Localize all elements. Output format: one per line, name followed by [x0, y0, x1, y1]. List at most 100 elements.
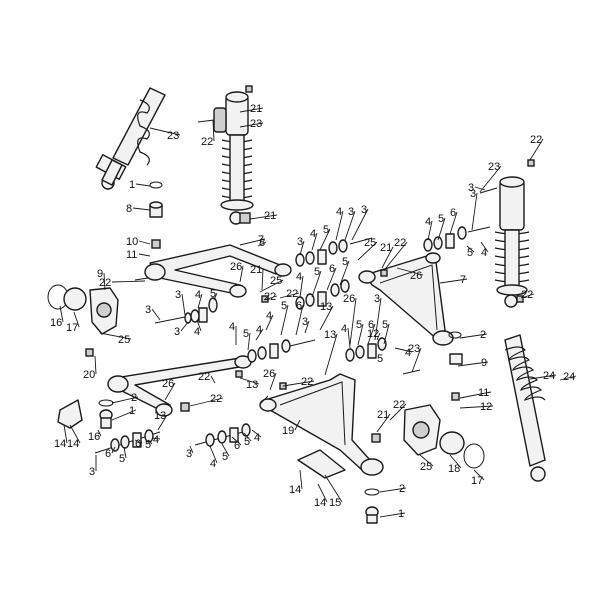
callout-6: 6	[329, 263, 335, 275]
hardware-stack-lower	[94, 337, 387, 454]
callout-4: 4	[195, 289, 201, 301]
leader-line	[299, 469, 303, 490]
leader-line	[239, 377, 260, 385]
leader-line	[103, 272, 106, 291]
callout-1: 1	[129, 405, 135, 417]
leader-line	[151, 308, 161, 321]
leader-line	[212, 119, 215, 142]
leader-line	[157, 414, 168, 431]
callout-5: 5	[467, 247, 473, 259]
leader-line	[324, 333, 338, 376]
leader-line	[335, 210, 344, 241]
ball-joints	[98, 181, 463, 524]
leader-line	[324, 474, 343, 503]
leader-line	[437, 217, 446, 241]
callout-16: 16	[88, 431, 100, 443]
leader-line	[138, 253, 151, 257]
callout-3: 3	[145, 304, 151, 316]
leader-line	[132, 207, 151, 211]
callout-20: 20	[83, 369, 95, 381]
leader-line	[311, 232, 318, 251]
callout-5: 5	[210, 288, 216, 300]
callout-5: 5	[244, 436, 250, 448]
leader-line	[180, 321, 189, 332]
callout-5: 5	[119, 453, 125, 465]
callout-3: 3	[89, 466, 95, 478]
callout-10: 10	[126, 236, 138, 248]
leader-line	[94, 355, 97, 375]
leader-line	[299, 275, 304, 298]
bearing-ring-left	[47, 284, 87, 311]
callout-14: 14	[54, 438, 66, 450]
callout-25: 25	[364, 237, 376, 249]
leader-line	[480, 241, 489, 253]
leader-line	[559, 375, 577, 381]
callout-8: 8	[126, 203, 132, 215]
leader-line	[439, 278, 468, 284]
callout-5: 5	[382, 319, 388, 331]
callout-22: 22	[264, 291, 276, 303]
callout-13: 13	[154, 410, 166, 422]
leader-line	[243, 432, 252, 442]
callout-12: 12	[480, 401, 492, 413]
callout-5: 5	[377, 353, 383, 365]
callout-4: 4	[310, 228, 316, 240]
callout-4: 4	[425, 216, 431, 228]
leader-line	[357, 323, 364, 346]
leader-line	[265, 314, 274, 331]
leader-line	[221, 443, 230, 457]
leader-line	[466, 245, 475, 253]
callout-25: 25	[118, 334, 130, 346]
callout-3: 3	[175, 289, 181, 301]
callout-25: 25	[270, 275, 282, 287]
callout-22: 22	[393, 399, 405, 411]
callout-6: 6	[105, 448, 111, 460]
leader-line	[471, 192, 478, 231]
leader-line	[279, 292, 300, 299]
callout-4: 4	[336, 206, 342, 218]
callout-5: 5	[342, 256, 348, 268]
callout-13: 13	[246, 379, 258, 391]
leader-line	[449, 211, 458, 235]
leader-line	[351, 208, 369, 241]
leader-line	[357, 241, 378, 261]
leader-line	[69, 424, 81, 444]
shock-absorber-right-bottom	[504, 334, 546, 482]
callout-4: 4	[266, 310, 272, 322]
leader-line	[347, 327, 351, 349]
leader-line	[394, 347, 413, 353]
leader-line	[239, 107, 264, 113]
callout-5: 5	[222, 451, 228, 463]
leader-line	[449, 454, 462, 469]
callout-21: 21	[380, 242, 392, 254]
callout-22: 22	[521, 289, 533, 301]
callout-4: 4	[229, 321, 235, 333]
hardware-stack-upper-mid	[295, 226, 491, 310]
leader-line	[59, 305, 64, 323]
callout-22: 22	[198, 371, 210, 383]
leader-line	[427, 220, 433, 241]
callout-3: 3	[302, 316, 308, 328]
leader-line	[295, 304, 304, 336]
callout-1: 1	[129, 179, 135, 191]
leader-line	[247, 332, 251, 351]
callout-9: 9	[481, 357, 487, 369]
shock-absorber-right-top	[494, 176, 530, 308]
leader-line	[311, 270, 322, 298]
callout-5: 5	[314, 266, 320, 278]
callout-5: 5	[323, 224, 329, 236]
leader-line	[459, 391, 492, 399]
leader-line	[379, 512, 406, 518]
lower-a-arm-right	[259, 373, 384, 476]
callout-5: 5	[281, 300, 287, 312]
leader-line	[97, 429, 102, 437]
callout-19: 19	[282, 425, 294, 437]
callout-15: 15	[329, 497, 341, 509]
leader-line	[299, 240, 305, 256]
leader-line	[367, 323, 376, 345]
callout-4: 4	[194, 326, 200, 338]
callout-5: 5	[356, 319, 362, 331]
callout-3: 3	[297, 236, 303, 248]
callout-4: 4	[296, 271, 302, 283]
leader-line	[111, 396, 139, 404]
